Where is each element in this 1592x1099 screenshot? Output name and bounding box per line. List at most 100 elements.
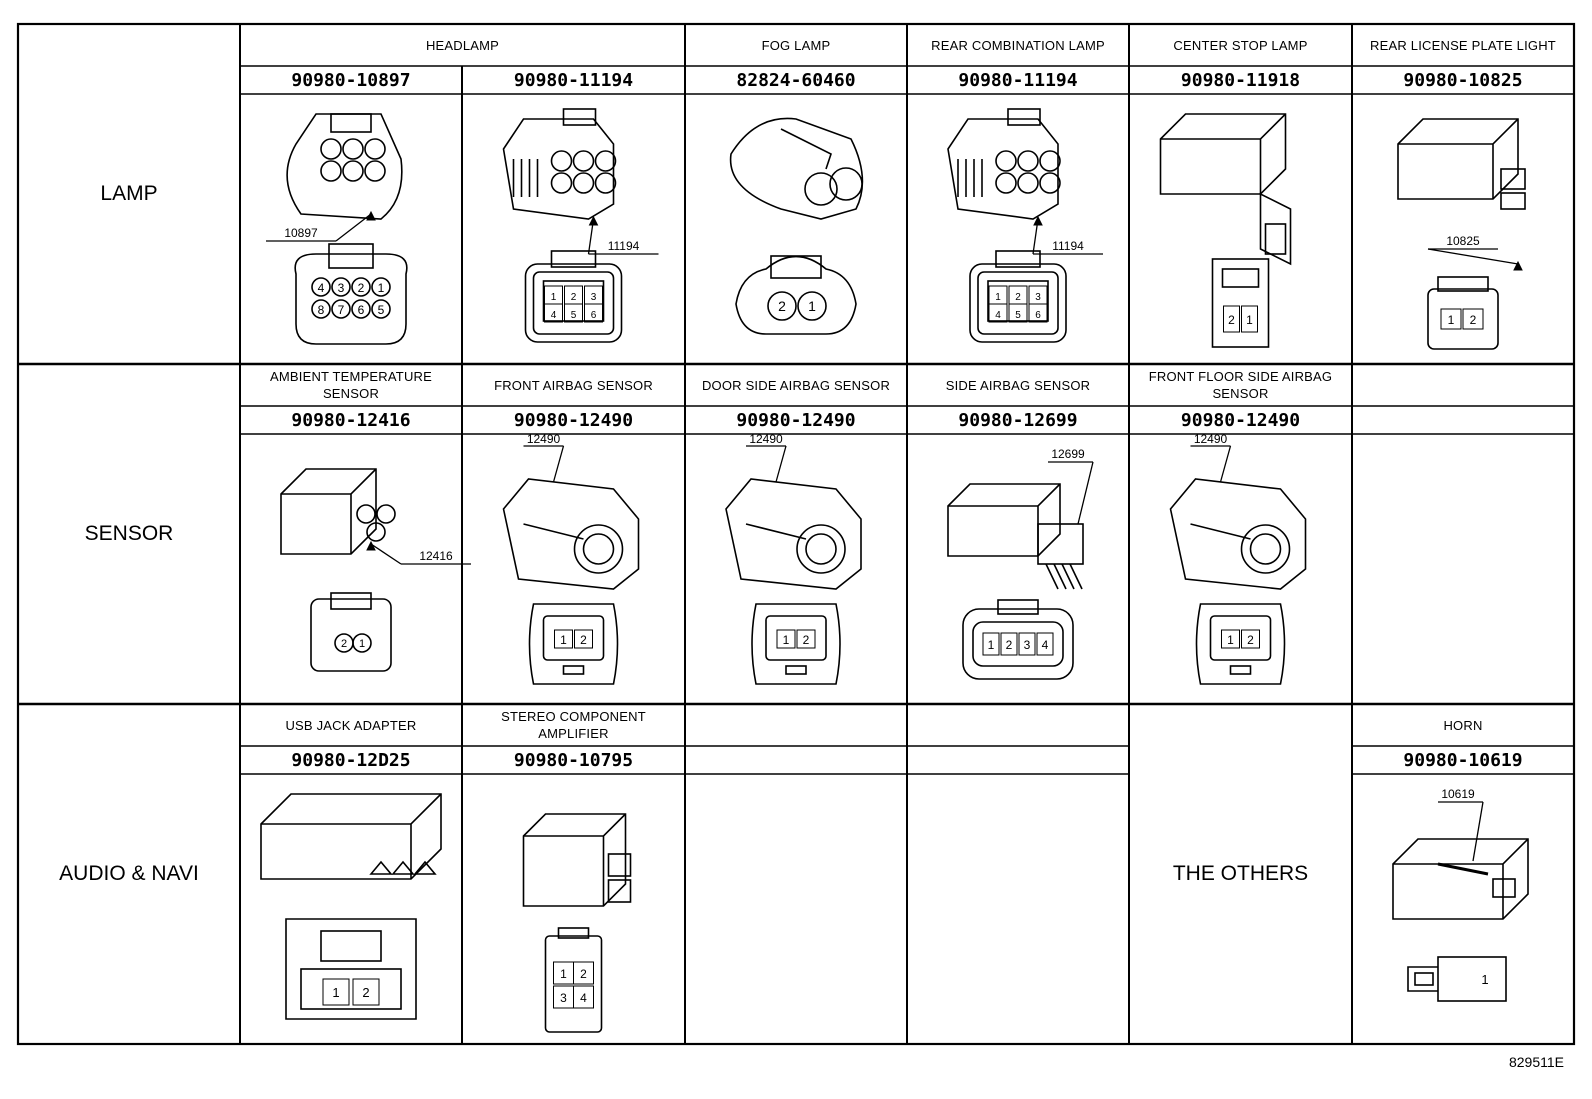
pin-number: 2 [1247, 633, 1254, 647]
pin-number: 5 [571, 310, 577, 321]
part-number: 90980-12490 [1180, 409, 1301, 431]
callout-label: 10825 [1446, 234, 1480, 248]
pin-number: 5 [378, 303, 385, 317]
horn-connector-drawing: 10619 1 [1392, 787, 1529, 1002]
cell-header: CENTER STOP LAMP [1173, 37, 1308, 53]
part-number [685, 746, 907, 774]
part-number: 90980-12D25 [291, 749, 411, 771]
callout-label: 11194 [608, 239, 640, 253]
part-number [1352, 406, 1574, 434]
cell-header: HORN [1443, 717, 1483, 733]
part-number: 90980-11194 [513, 69, 634, 91]
pin-number: 1 [1227, 633, 1234, 647]
pin-number: 2 [1015, 292, 1021, 303]
pin-number: 1 [551, 292, 557, 303]
pin-number: 6 [358, 303, 365, 317]
callout-label: 12699 [1051, 447, 1085, 461]
callout-label: 10619 [1441, 787, 1475, 801]
cell-header [911, 704, 1125, 746]
pin-number: 1 [783, 633, 790, 647]
pin-number: 2 [358, 281, 365, 295]
pin-number: 1 [560, 633, 567, 647]
part-number: 90980-10825 [1403, 69, 1523, 91]
callout-label: 12416 [419, 549, 453, 563]
others-label: THE OTHERS [1172, 862, 1309, 885]
pin-number: 3 [1035, 292, 1041, 303]
pin-number: 3 [338, 281, 345, 295]
category-label: AUDIO & NAVI [59, 862, 199, 885]
part-number: 82824-60460 [736, 69, 856, 91]
pin-number: 1 [808, 298, 816, 314]
callout-label: 10897 [284, 226, 318, 240]
callout-label: 12490 [1194, 432, 1228, 446]
pin-number: 6 [1035, 310, 1041, 321]
pin-number: 1 [988, 638, 995, 652]
cell-header: FRONT AIRBAG SENSOR [494, 377, 653, 393]
pin-number: 4 [580, 991, 587, 1005]
cell-header: AMBIENT TEMPERATURE SENSOR [270, 369, 432, 401]
part-number: 90980-12490 [513, 409, 634, 431]
connector-drawing-rect6: 11194 1 2 3 4 5 6 [502, 108, 659, 343]
category-label: SENSOR [84, 522, 174, 545]
connector-drawing-rect2: 10825 1 2 [1397, 118, 1526, 350]
pin-number: 2 [778, 298, 786, 314]
part-number: 90980-11194 [958, 69, 1078, 91]
cell-header: HEADLAMP [425, 37, 500, 53]
part-number: 90980-10897 [291, 69, 411, 91]
pin-number: 1 [332, 985, 339, 1000]
part-number: 90980-10619 [1403, 749, 1523, 771]
pin-number: 4 [995, 310, 1001, 321]
cell-header: SIDE AIRBAG SENSOR [945, 377, 1091, 393]
pin-number: 2 [1006, 638, 1013, 652]
cell-header: DOOR SIDE AIRBAG SENSOR [701, 377, 891, 393]
cell-header: FOG LAMP [761, 37, 831, 53]
connector-drawing-rect6: 11194 1 2 3 4 5 6 [947, 108, 1103, 343]
pin-number: 8 [318, 303, 325, 317]
pin-number: 1 [995, 292, 1001, 303]
cell-header: REAR LICENSE PLATE LIGHT [1370, 37, 1556, 53]
pin-number: 1 [359, 638, 365, 650]
part-number [907, 746, 1129, 774]
pin-number: 3 [560, 991, 567, 1005]
callout-label: 11194 [1052, 239, 1084, 253]
pin-number: 2 [803, 633, 810, 647]
pin-number: 1 [1448, 313, 1455, 327]
pin-number: 4 [1042, 638, 1049, 652]
cell-header: FRONT FLOOR SIDE AIRBAG SENSOR [1148, 369, 1333, 401]
pin-number: 2 [580, 967, 587, 981]
part-number: 90980-12490 [736, 409, 856, 431]
pin-number: 3 [591, 292, 597, 303]
cell-header: REAR COMBINATION LAMP [931, 37, 1105, 53]
pin-number: 5 [1015, 310, 1021, 321]
category-label: LAMP [100, 182, 158, 205]
pin-number: 6 [591, 310, 597, 321]
pin-number: 2 [341, 638, 347, 650]
cell-header [689, 704, 903, 746]
pin-number: 4 [551, 310, 557, 321]
pin-number: 2 [1228, 313, 1235, 327]
pin-number: 1 [1246, 313, 1253, 327]
callout-label: 12490 [749, 432, 783, 446]
pin-number: 4 [318, 281, 325, 295]
pin-number: 1 [560, 967, 567, 981]
pin-number: 3 [1024, 638, 1031, 652]
callout-label: 12490 [527, 432, 561, 446]
part-number: 90980-11918 [1180, 69, 1301, 91]
pin-number: 2 [580, 633, 587, 647]
part-number: 90980-10795 [513, 749, 634, 771]
part-number: 90980-12416 [291, 409, 411, 431]
pin-number: 2 [1470, 313, 1477, 327]
pin-number: 7 [338, 303, 345, 317]
pin-number: 2 [571, 292, 577, 303]
pin-number: 1 [1481, 972, 1488, 987]
